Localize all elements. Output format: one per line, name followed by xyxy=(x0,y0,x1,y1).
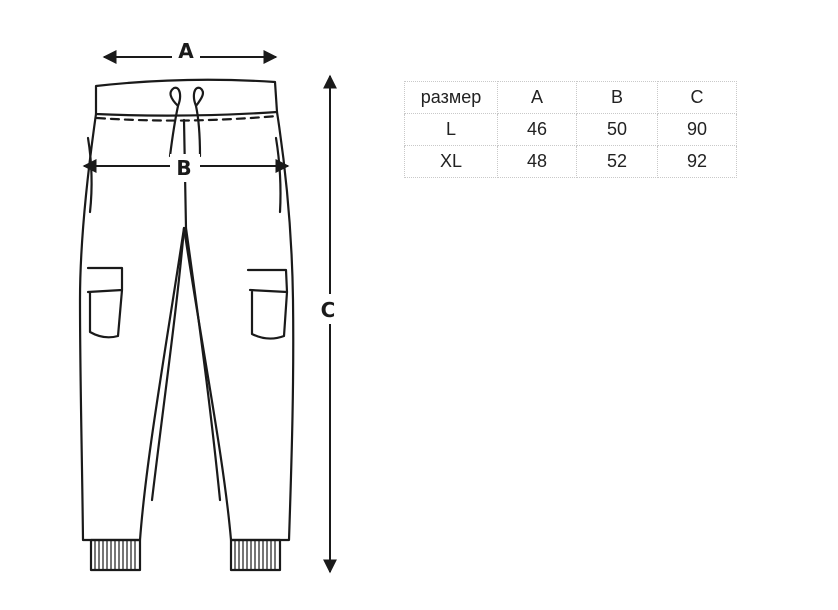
dimension-b-label: B xyxy=(176,156,191,180)
waist-stitch-line xyxy=(95,114,279,122)
left-cuff xyxy=(89,538,142,572)
cell-b: 50 xyxy=(576,113,658,146)
right-cuff xyxy=(229,538,282,572)
dimension-c-label: C xyxy=(321,298,336,322)
table-row: L 46 50 90 xyxy=(404,113,737,146)
right-inner-seam xyxy=(184,226,222,502)
left-inner-seam xyxy=(150,226,186,502)
cell-a: 48 xyxy=(497,145,577,178)
size-table: размер A B C L 46 50 90 XL 48 52 92 xyxy=(404,81,737,178)
cell-c: 90 xyxy=(657,113,737,146)
cell-size: L xyxy=(404,113,498,146)
table-row: XL 48 52 92 xyxy=(404,145,737,178)
drawstring-left xyxy=(168,86,182,158)
right-side-pocket xyxy=(274,136,282,214)
header-a: A xyxy=(497,81,577,114)
cell-a: 46 xyxy=(497,113,577,146)
cell-b: 52 xyxy=(576,145,658,178)
pants-outline xyxy=(78,78,295,572)
left-cargo-pocket xyxy=(86,266,124,339)
table-header-row: размер A B C xyxy=(404,81,737,114)
cuff-ribbing xyxy=(94,541,276,569)
cell-c: 92 xyxy=(657,145,737,178)
left-side-pocket xyxy=(86,136,93,214)
dimension-a-label: A xyxy=(178,39,194,63)
header-size: размер xyxy=(404,81,498,114)
waistband xyxy=(94,78,279,117)
header-b: B xyxy=(576,81,658,114)
right-cargo-pocket xyxy=(246,268,289,340)
cell-size: XL xyxy=(404,145,498,178)
header-c: C xyxy=(657,81,737,114)
drawstring-right xyxy=(192,86,205,158)
